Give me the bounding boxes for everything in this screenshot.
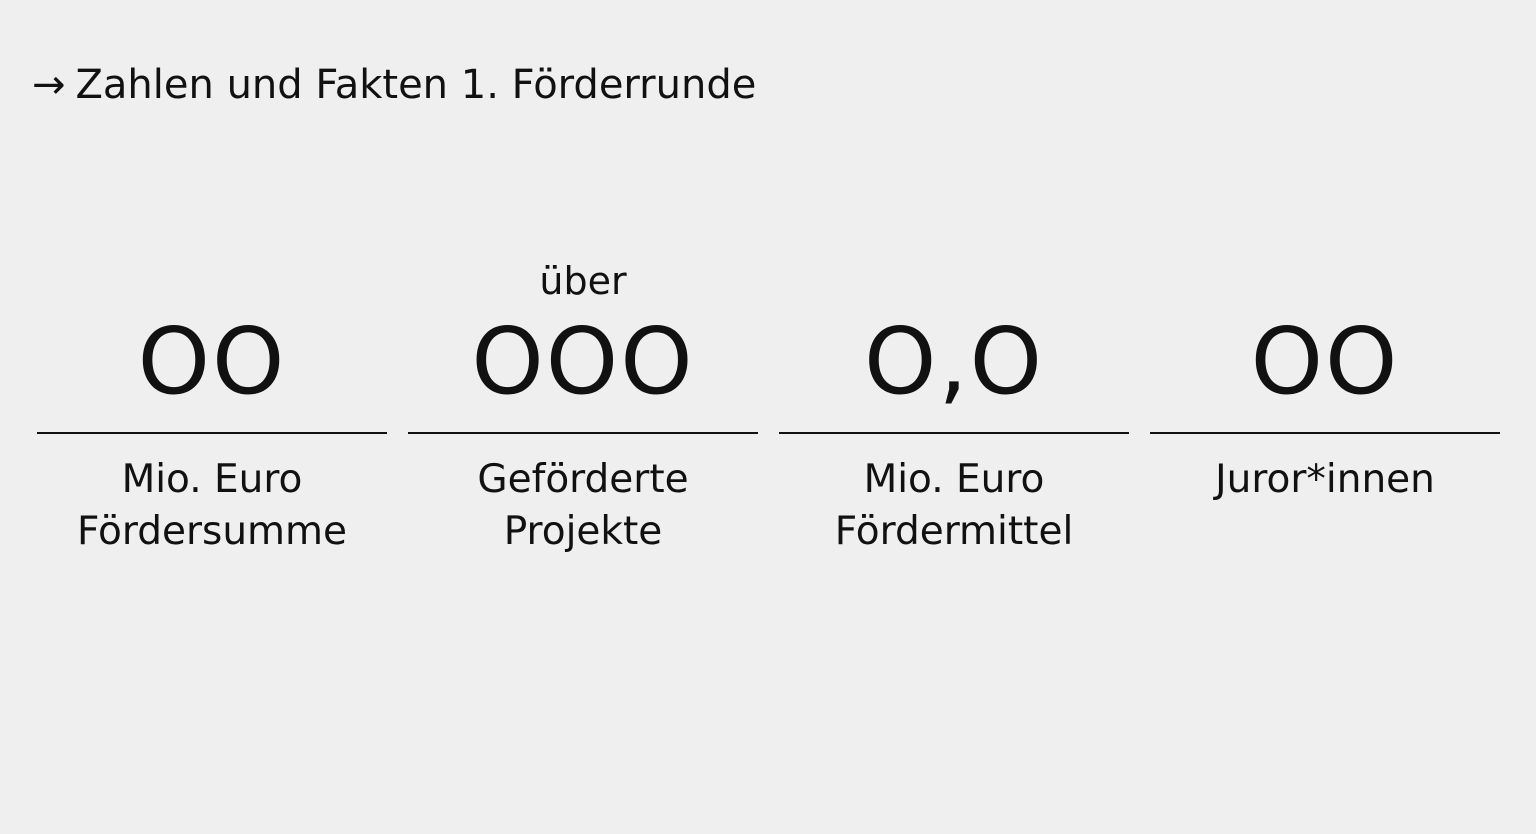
stat-divider: [37, 432, 387, 434]
stat-label: Geförderte Projekte: [408, 454, 758, 558]
stat-label: Mio. Euro Fördermittel: [779, 454, 1129, 558]
stats-row: OO Mio. Euro Fördersumme über OOO Geförd…: [37, 255, 1500, 558]
stat-value: O,O: [863, 308, 1045, 415]
stat-divider: [779, 432, 1129, 434]
stat-label-line1: Geförderte: [477, 457, 689, 502]
stat-label-line1: Juror*innen: [1215, 457, 1435, 502]
stat-label-line2: Projekte: [503, 509, 663, 554]
section-heading: →Zahlen und Fakten 1. Förderrunde: [32, 58, 756, 112]
stat-label-line2: Fördersumme: [76, 509, 348, 554]
stat-label: Juror*innen: [1150, 454, 1500, 506]
stat-prefix: [1150, 255, 1500, 307]
arrow-right-icon: →: [32, 62, 66, 108]
stat-divider: [408, 432, 758, 434]
stat-funding-means: O,O Mio. Euro Fördermittel: [779, 255, 1129, 558]
stat-label-line1: Mio. Euro: [121, 457, 303, 502]
stat-label-line1: Mio. Euro: [863, 457, 1045, 502]
stat-funded-projects: über OOO Geförderte Projekte: [408, 255, 758, 558]
stat-funding-total: OO Mio. Euro Fördersumme: [37, 255, 387, 558]
stat-prefix: [779, 255, 1129, 307]
stat-label-line2: Fördermittel: [834, 509, 1074, 554]
stat-prefix: [37, 255, 387, 307]
stat-jurors: OO Juror*innen: [1150, 255, 1500, 558]
stat-value: OO: [137, 308, 287, 415]
stat-divider: [1150, 432, 1500, 434]
stat-value: OOO: [471, 308, 695, 415]
stat-label: Mio. Euro Fördersumme: [37, 454, 387, 558]
stat-value: OO: [1250, 308, 1400, 415]
stat-prefix: über: [539, 259, 627, 303]
section-title: Zahlen und Fakten 1. Förderrunde: [75, 62, 757, 108]
